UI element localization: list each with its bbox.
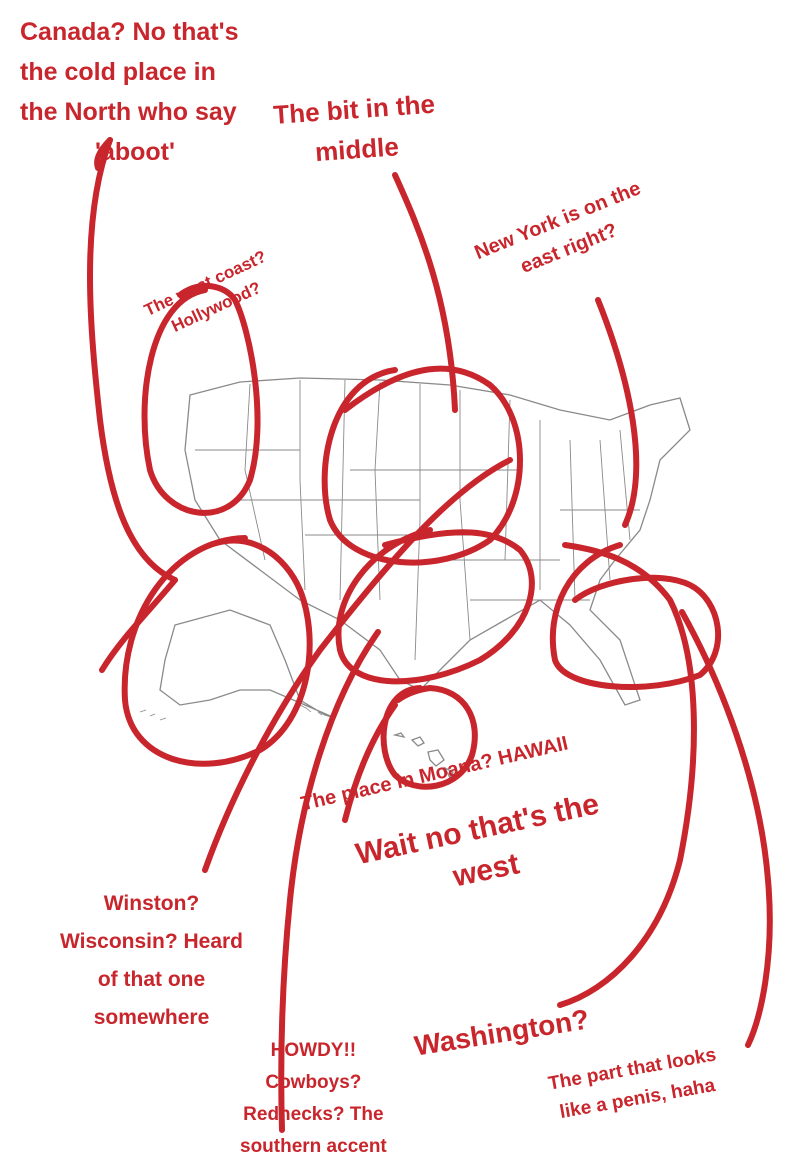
canada-pointer-hook: [94, 137, 113, 171]
howdy-line-1: HOWDY!!: [270, 1040, 357, 1061]
southern-circle: [335, 527, 535, 685]
aleutian-islands: [139, 704, 323, 721]
middle-circle: [321, 365, 523, 566]
howdy-line-3: Rednecks? The: [243, 1104, 384, 1125]
annotation-canada: Canada? No that's the cold place in the …: [20, 12, 238, 172]
hawaii-islands: [392, 732, 454, 780]
howdy-line-2: Cowboys?: [265, 1072, 362, 1093]
us-map: [139, 377, 691, 780]
new-york-pointer-line: [595, 297, 640, 528]
wisconsin-line-2: Wisconsin? Heard: [60, 930, 244, 953]
alaska-outline: [159, 609, 336, 719]
canada-line-2: the cold place in: [20, 58, 216, 86]
alaska-pointer-line: [99, 577, 178, 673]
wisconsin-line-3: of that one: [97, 968, 206, 991]
florida-circle: [549, 542, 722, 690]
canada-line-3: the North who say: [20, 98, 237, 126]
wisconsin-line-1: Winston?: [103, 892, 200, 915]
howdy-line-4: southern accent: [240, 1136, 387, 1157]
howdy-pointer-line: [278, 629, 381, 1133]
hawaii-circle: [380, 685, 478, 790]
annotation-middle: The bit in the middle: [272, 84, 439, 175]
contiguous-us-outline: [184, 377, 691, 706]
west-coast-circle: [141, 282, 261, 516]
canada-pointer-line: [87, 137, 178, 583]
alaska-circle: [121, 535, 313, 767]
state-lines: [195, 379, 640, 661]
wisconsin-pointer-line: [202, 457, 513, 873]
washington-pointer-line: [557, 542, 697, 1008]
annotation-strokes: [87, 137, 773, 1133]
penis-pointer-line: [679, 609, 773, 1048]
middle-pointer-line: [392, 172, 458, 413]
annotation-howdy: HOWDY!! Cowboys? Rednecks? The southern …: [240, 1035, 387, 1163]
annotation-wisconsin: Winston? Wisconsin? Heard of that one so…: [60, 885, 243, 1037]
canada-line-1: Canada? No that's: [20, 18, 239, 46]
wisconsin-line-4: somewhere: [93, 1006, 210, 1029]
canada-line-4: 'aboot': [95, 138, 175, 166]
hawaii-pointer-line: [342, 702, 398, 823]
